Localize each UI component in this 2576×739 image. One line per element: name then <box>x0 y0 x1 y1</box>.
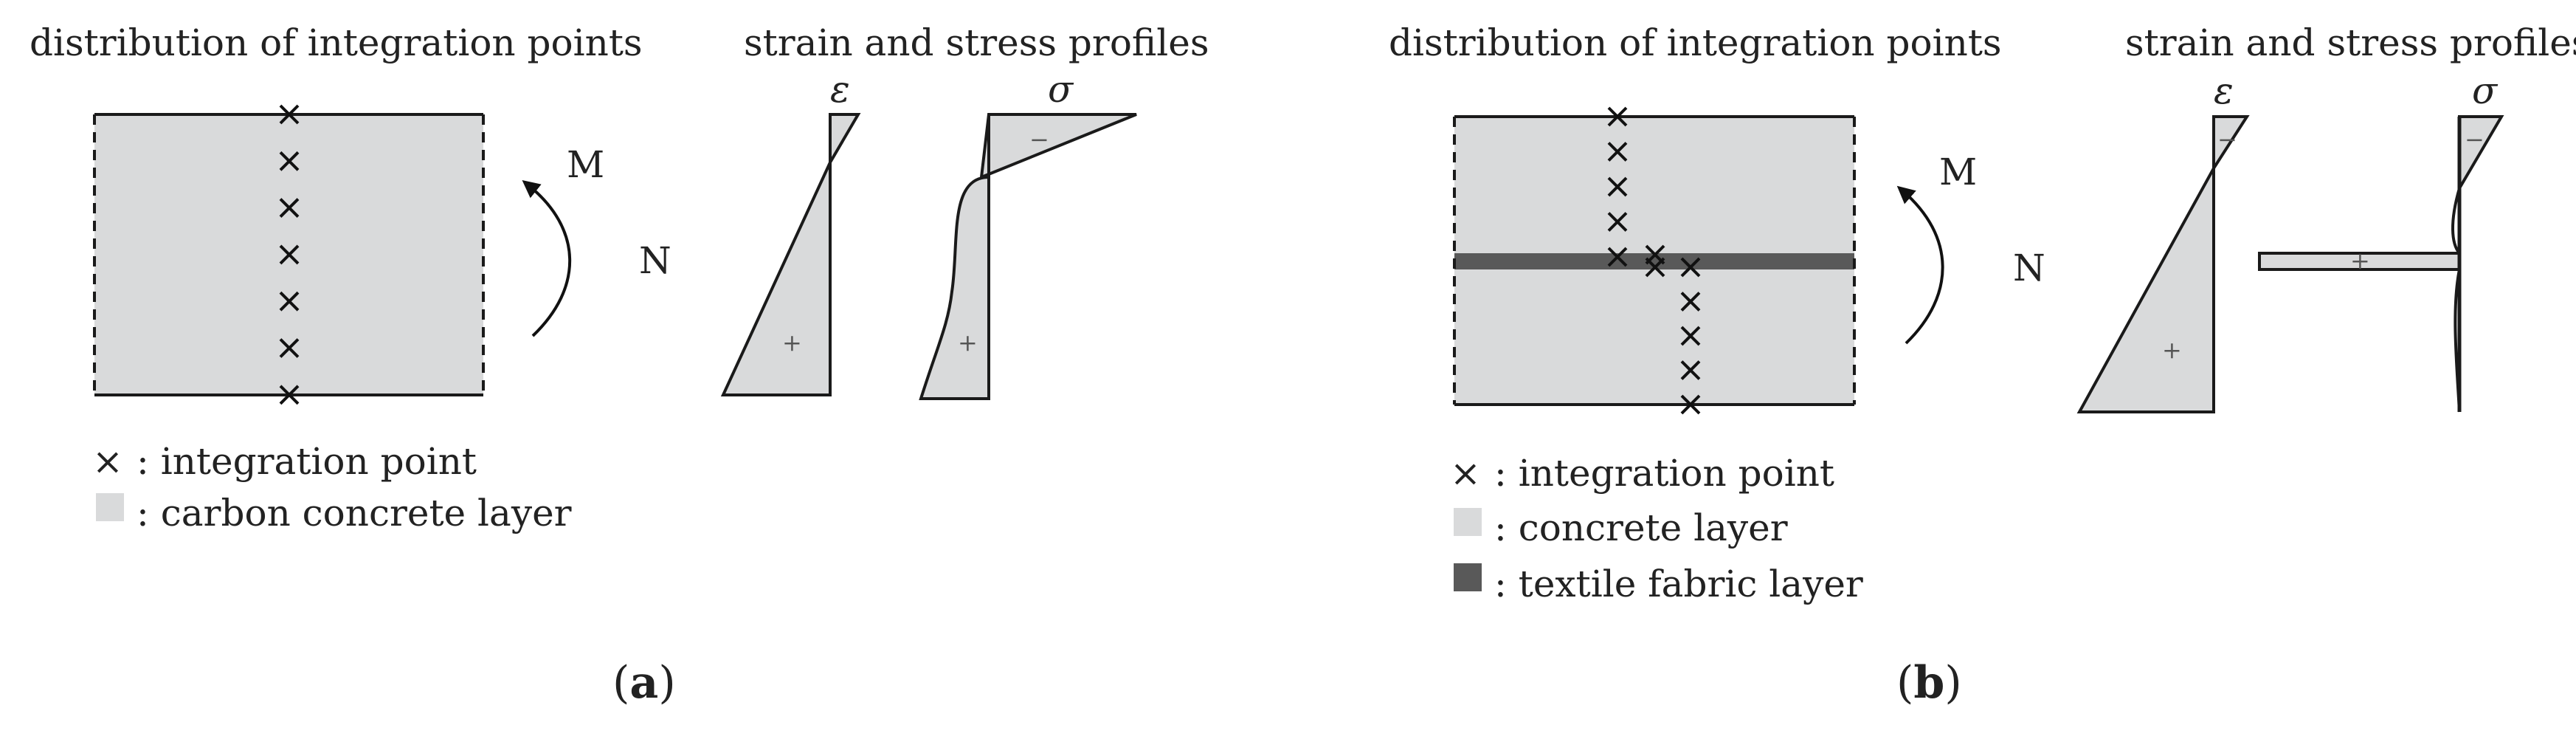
panel-a-stress-symbol: σ <box>1048 68 1074 111</box>
panel-a-legend: × : integration point : carbon concrete … <box>92 440 572 535</box>
panel-b-title-left: distribution of integration points <box>1389 21 2002 64</box>
panel-b-stress-minus: − <box>2465 126 2485 154</box>
panel-b-integration-points <box>1607 106 1701 415</box>
integration-point-cross-icon <box>279 198 300 219</box>
panel-b-cross-section <box>1453 115 1856 406</box>
panel-b-strain-minus: − <box>2217 126 2237 154</box>
panel-b: distribution of integration points strai… <box>1389 21 2576 709</box>
panel-b-stress-profile <box>2258 115 2504 413</box>
textile-fabric-layer <box>1454 253 1854 269</box>
panel-a-stress-plus: + <box>958 329 978 357</box>
integration-point-cross-icon <box>1680 292 1701 312</box>
panel-b-strain-symbol: ε <box>2214 69 2234 112</box>
panel-b-normal-force-label: N <box>2013 247 2045 289</box>
legend-textile-swatch <box>1454 563 1482 591</box>
integration-point-cross-icon <box>1607 142 1628 162</box>
legend-cross-icon: × <box>1450 452 1481 495</box>
integration-point-cross-icon <box>279 151 300 171</box>
panel-a-stress-profile <box>919 113 1137 400</box>
integration-point-cross-icon <box>279 244 300 265</box>
panel-a-moment-label: M <box>567 143 604 186</box>
integration-point-cross-icon <box>1680 257 1701 278</box>
panel-b-strain-profile <box>2076 115 2250 413</box>
panel-a-strain-profile <box>720 113 861 396</box>
integration-point-cross-icon <box>279 291 300 312</box>
panel-a-stress-minus: − <box>1029 126 1049 154</box>
panel-a-caption: (a) <box>612 657 676 709</box>
legend-concrete-swatch <box>1454 508 1482 536</box>
panel-b-caption: (b) <box>1896 657 1962 709</box>
integration-point-cross-icon <box>1680 360 1701 380</box>
integration-point-cross-icon <box>1645 257 1665 278</box>
integration-point-cross-icon <box>1607 106 1628 127</box>
panel-b-moment-arrow <box>1896 185 1944 345</box>
integration-point-cross-icon <box>1680 394 1701 415</box>
integration-point-cross-icon <box>279 385 300 405</box>
panel-a: distribution of integration points strai… <box>30 21 1209 709</box>
legend-carbon-concrete-text: : carbon concrete layer <box>137 492 572 535</box>
legend-textile-text: : textile fabric layer <box>1494 563 1863 605</box>
integration-point-cross-icon <box>1607 212 1628 232</box>
integration-point-cross-icon <box>279 338 300 358</box>
panel-a-moment-arrow <box>522 179 572 337</box>
integration-point-cross-icon <box>279 104 300 125</box>
panel-b-stress-plus: + <box>2350 247 2370 275</box>
panel-a-strain-symbol: ε <box>830 68 850 111</box>
panel-b-stress-symbol: σ <box>2472 69 2499 112</box>
integration-point-cross-icon <box>1607 247 1628 267</box>
legend-integration-point-text: : integration point <box>1494 452 1834 495</box>
integration-point-cross-icon <box>1607 176 1628 197</box>
legend-cross-icon: × <box>92 440 123 483</box>
panel-b-moment-label: M <box>1939 151 1977 193</box>
panel-a-title-right: strain and stress profiles <box>744 21 1209 64</box>
legend-integration-point-text: : integration point <box>137 440 477 483</box>
panel-a-strain-plus: + <box>782 329 802 357</box>
panel-b-legend: × : integration point : concrete layer :… <box>1450 452 1863 605</box>
panel-a-normal-force-label: N <box>639 239 671 282</box>
integration-point-cross-icon <box>1680 326 1701 346</box>
legend-concrete-text: : concrete layer <box>1494 506 1788 549</box>
panel-a-title-left: distribution of integration points <box>30 21 643 64</box>
panel-b-strain-plus: + <box>2162 336 2182 364</box>
legend-concrete-swatch <box>96 493 124 521</box>
panel-b-title-right: strain and stress profiles <box>2125 21 2576 64</box>
panel-a-integration-points <box>279 104 300 405</box>
